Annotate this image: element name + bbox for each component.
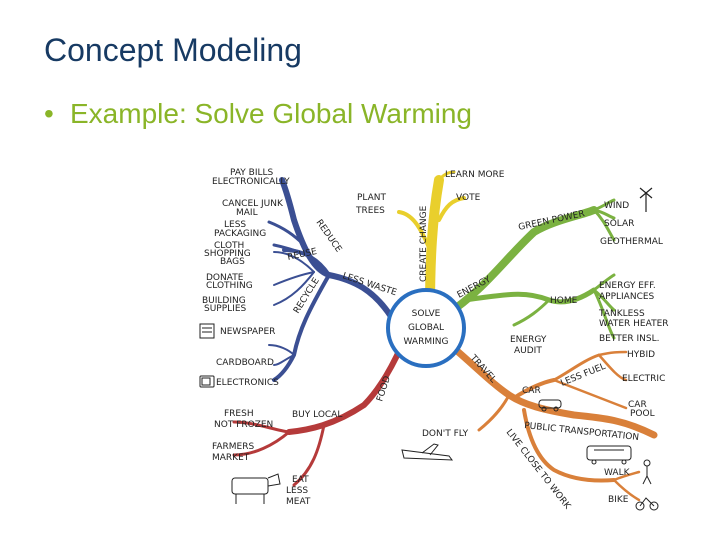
windmill-icon: [639, 187, 653, 212]
buy-local-label: BUY LOCAL: [292, 410, 342, 420]
branch-travel: [452, 346, 658, 502]
slide-title: Concept Modeling: [44, 32, 302, 68]
bicycle-icon: [635, 497, 659, 511]
solar-label: SOLAR: [604, 219, 634, 229]
car-icon: [538, 399, 562, 412]
car-pool-label-2: POOL: [630, 409, 655, 419]
energy-audit-label-2: AUDIT: [514, 346, 542, 356]
market-label: MARKET: [212, 453, 250, 463]
building-supplies-label-2: SUPPLIES: [204, 304, 247, 314]
bike-label: BIKE: [608, 495, 629, 505]
branch-energy: [442, 198, 616, 340]
newspaper-icon: [199, 323, 215, 339]
green-power-label: GREEN POWER: [518, 209, 586, 233]
bullet-dot: •: [44, 98, 54, 129]
electronics-label: ELECTRONICS: [216, 378, 279, 388]
newspaper-label: NEWSPAPER: [220, 327, 275, 337]
farmers-label: FARMERS: [212, 442, 254, 452]
appliances-label-1: ENERGY EFF.: [599, 281, 656, 291]
cow-icon: [231, 473, 281, 504]
cardboard-label: CARDBOARD: [216, 358, 274, 368]
live-close-label: LIVE CLOSE TO WORK: [504, 428, 573, 512]
learn-more-label: LEARN MORE: [445, 170, 505, 180]
less-packaging-label-1: LESS: [224, 220, 246, 230]
less-label: LESS: [286, 486, 308, 496]
center-label-3: WARMING: [404, 337, 449, 347]
food-label: FOOD: [375, 375, 393, 403]
center-label-1: SOLVE: [412, 309, 441, 319]
branch-reduce: [267, 177, 395, 382]
cancel-junk-label-1: CANCEL JUNK: [222, 199, 284, 209]
bullet-item: • Example: Solve Global Warming: [44, 98, 472, 130]
donate-clothing-label-1: DONATE: [206, 273, 244, 283]
walking-person-icon: [642, 459, 652, 485]
cancel-junk-label-2: MAIL: [236, 208, 258, 218]
not-frozen-label: NOT FROZEN: [214, 420, 273, 430]
bullet-text: Example: Solve Global Warming: [70, 98, 473, 129]
car-pool-label-1: CAR: [628, 400, 647, 410]
hybrid-label: HYBID: [627, 350, 655, 360]
wind-label: WIND: [604, 201, 629, 211]
electric-label: ELECTRIC: [622, 374, 665, 384]
donate-clothing-label-2: CLOTHING: [206, 281, 253, 291]
cloth-bags-label-3: BAGS: [220, 257, 245, 267]
energy-audit-label-1: ENERGY: [510, 335, 547, 345]
pay-bills-label-2: ELECTRONICALLY: [212, 177, 290, 187]
cloth-bags-label-1: CLOTH: [214, 241, 244, 251]
plant-trees-label-1: PLANT: [357, 193, 387, 203]
less-packaging-label-2: PACKAGING: [214, 229, 266, 239]
dont-fly-label: DON'T FLY: [422, 429, 469, 439]
plant-trees-label-2: TREES: [355, 206, 385, 216]
center-label-2: GLOBAL: [408, 323, 444, 333]
vote-label: VOTE: [456, 193, 481, 203]
bus-icon: [586, 445, 632, 465]
pay-bills-label-1: PAY BILLS: [230, 168, 274, 178]
travel-label: TRAVEL: [467, 353, 498, 386]
car-label: CAR: [522, 386, 541, 396]
center-node: [386, 288, 466, 368]
better-insulation-label: BETTER INSL.: [599, 334, 659, 344]
eat-label: EAT: [292, 475, 309, 485]
fresh-label: FRESH: [224, 409, 254, 419]
tv-icon: [199, 375, 215, 388]
appliances-label-2: APPLIANCES: [599, 292, 655, 302]
less-fuel-label: LESS FUEL: [559, 362, 607, 389]
meat-label: MEAT: [286, 497, 311, 507]
branch-food: [232, 332, 409, 487]
water-heater-label-2: WATER HEATER: [599, 319, 669, 329]
reduce-label: REDUCE: [314, 218, 344, 255]
cloth-bags-label-2: SHOPPING: [204, 249, 251, 259]
walk-label: WALK: [604, 468, 631, 478]
building-supplies-label-1: BUILDING: [202, 296, 246, 306]
geothermal-label: GEOTHERMAL: [600, 237, 663, 247]
mind-map-illustration: CREATE CHANGE LEARN MORE VOTE PLANT TREE…: [199, 168, 669, 512]
create-change-label: CREATE CHANGE: [419, 205, 429, 282]
home-label: HOME: [550, 296, 578, 306]
water-heater-label-1: TANKLESS: [598, 309, 645, 319]
airplane-icon: [401, 443, 454, 461]
